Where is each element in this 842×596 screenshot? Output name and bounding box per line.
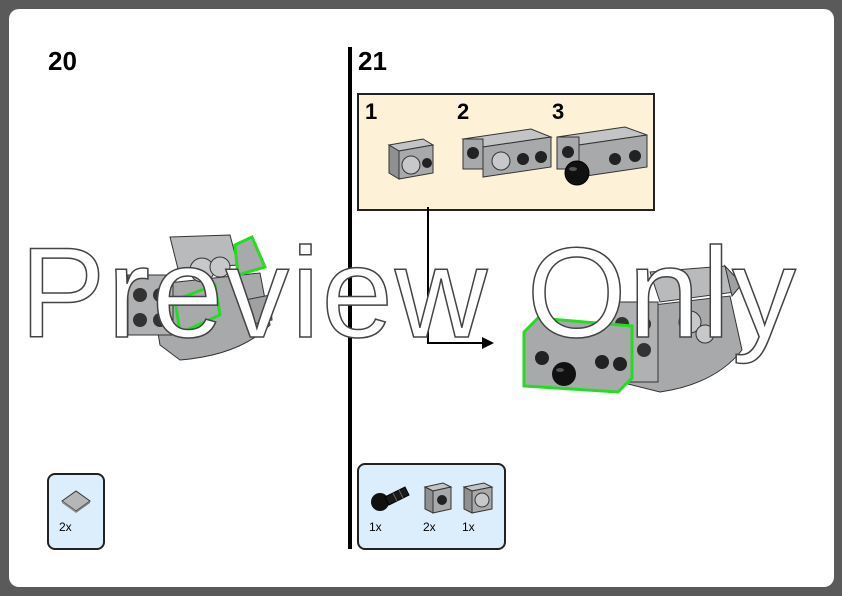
step-21-model-icon [522, 264, 743, 394]
part-quantity: 1x [369, 520, 382, 534]
substep-number-2: 2 [457, 99, 470, 124]
parts-list-step-21: 1x 2x 1x [357, 463, 506, 550]
callout-arrow-icon [427, 207, 494, 349]
step-number-21: 21 [358, 46, 387, 76]
bricks-with-ball-icon [556, 126, 648, 186]
step-number-20: 20 [48, 46, 77, 76]
brick-1x1-stud-icon [423, 482, 453, 514]
part-quantity: 2x [423, 520, 436, 534]
brick-1x1-hole-icon [387, 138, 435, 180]
part-quantity: 2x [59, 520, 72, 534]
parts-list-step-20: 2x [47, 473, 105, 550]
bricks-row-icon [461, 128, 553, 178]
step-20-model-icon [127, 234, 273, 361]
slope-tile-icon [61, 490, 91, 513]
substep-number-3: 3 [552, 99, 565, 124]
brick-1x1-hole-icon [462, 482, 494, 514]
step-divider [348, 47, 352, 549]
substep-callout: 1 2 3 [357, 93, 655, 211]
substep-number-1: 1 [365, 99, 378, 124]
part-quantity: 1x [462, 520, 475, 534]
pin-with-ball-icon [371, 486, 410, 511]
